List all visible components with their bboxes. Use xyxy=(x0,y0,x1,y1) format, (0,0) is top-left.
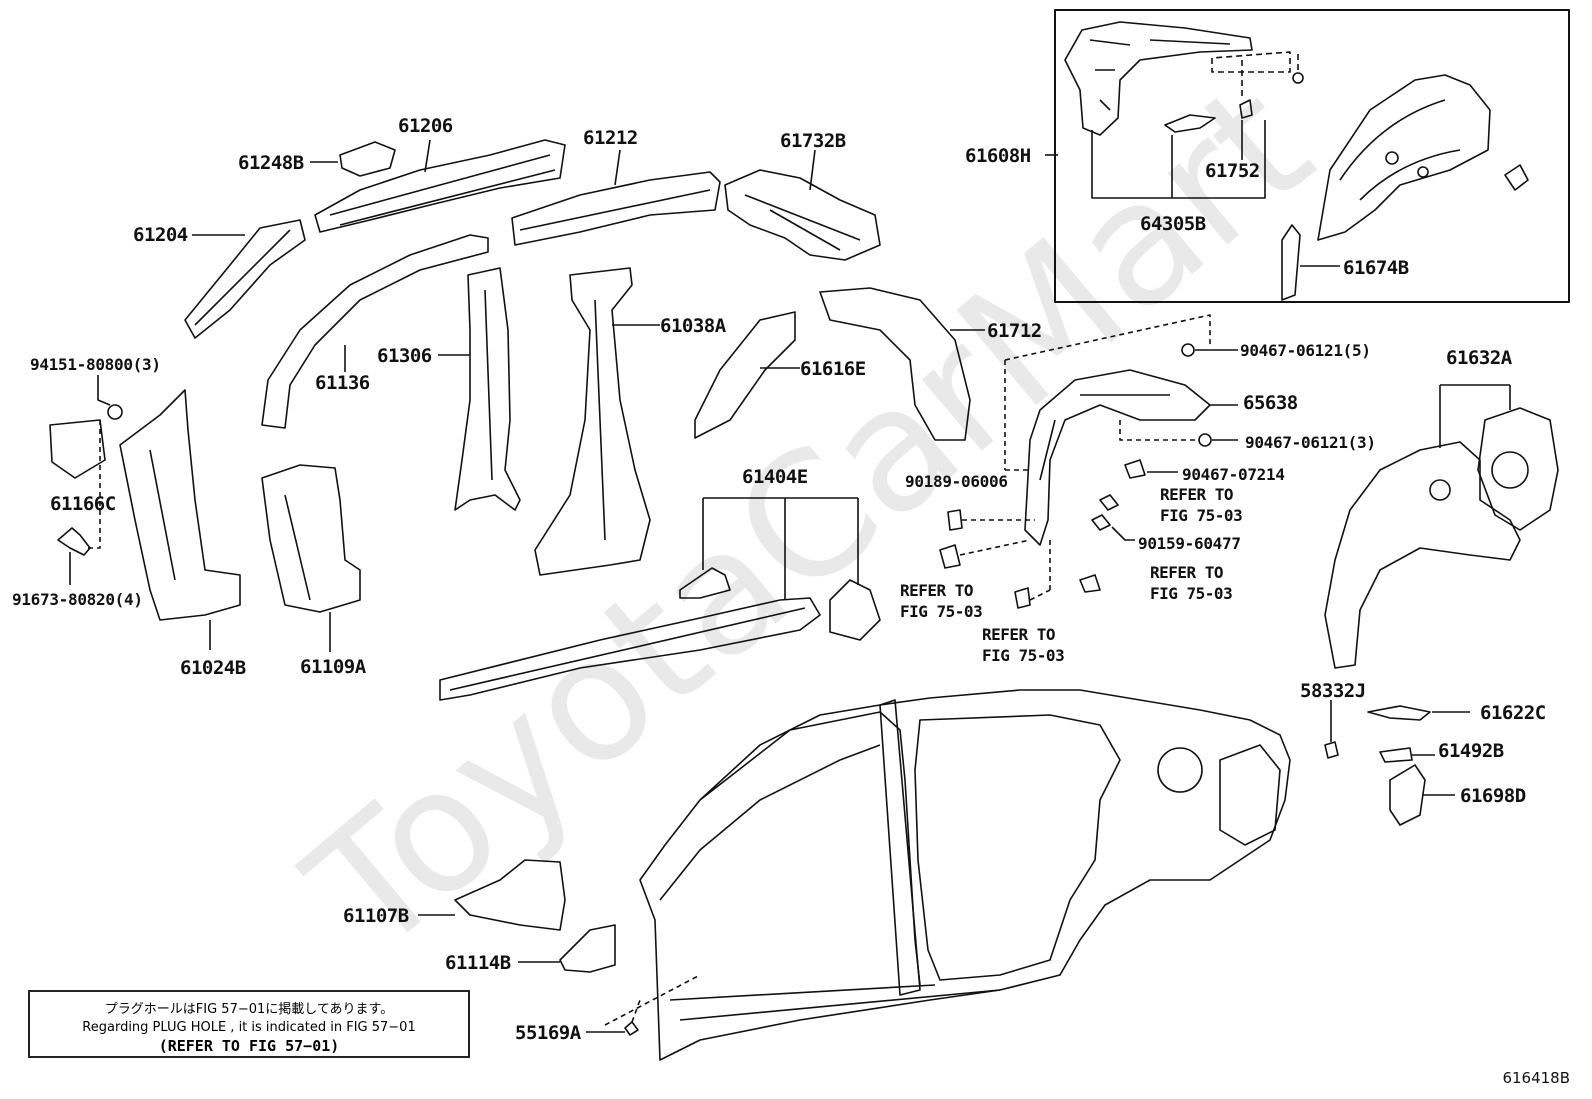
part-61038a xyxy=(534,267,651,576)
part-61109a xyxy=(261,464,361,613)
label-refer-fig-75-03-a: REFER TO FIG 75-03 xyxy=(1160,485,1243,525)
label-58332j: 58332J xyxy=(1300,680,1366,702)
part-61674b xyxy=(1281,224,1301,301)
label-90189-06006: 90189-06006 xyxy=(905,472,1008,491)
label-61212: 61212 xyxy=(583,127,638,149)
part-61492b xyxy=(1379,747,1413,763)
label-64305b: 64305B xyxy=(1140,213,1206,235)
part-61404e-front xyxy=(679,567,731,599)
part-body-side-outer xyxy=(639,689,1291,1061)
part-61136 xyxy=(261,234,489,429)
label-61712: 61712 xyxy=(987,320,1042,342)
part-61206 xyxy=(314,139,566,233)
label-94151-80800: 94151-80800(3) xyxy=(30,355,161,374)
part-61248b xyxy=(339,141,396,177)
figure-id: 616418B xyxy=(1502,1069,1570,1087)
part-61616e xyxy=(694,311,796,439)
label-91673-80820: 91673-80820(4) xyxy=(12,590,143,609)
part-61204 xyxy=(184,219,306,339)
part-inset-bracket xyxy=(1064,21,1253,136)
label-65638: 65638 xyxy=(1243,392,1298,414)
label-61616e: 61616E xyxy=(800,358,866,380)
fastener-90467-07214 xyxy=(1124,459,1178,479)
label-61752: 61752 xyxy=(1205,160,1260,182)
label-61136: 61136 xyxy=(315,372,370,394)
label-61492b: 61492B xyxy=(1438,740,1504,762)
part-61632a-inner xyxy=(1324,441,1521,669)
part-64305b xyxy=(1164,114,1216,133)
label-61732b: 61732B xyxy=(780,130,846,152)
label-61204: 61204 xyxy=(133,224,188,246)
label-61698d: 61698D xyxy=(1460,785,1526,807)
label-refer-fig-75-03-c: REFER TO FIG 75-03 xyxy=(900,581,983,621)
label-61107b: 61107B xyxy=(343,905,409,927)
label-90467-06121-3: 90467-06121(3) xyxy=(1245,433,1376,452)
fastener-90159 xyxy=(1091,494,1119,531)
label-61248b: 61248B xyxy=(238,152,304,174)
note-line-english: Regarding PLUG HOLE , it is indicated in… xyxy=(82,1020,416,1035)
part-61622c xyxy=(1367,705,1431,721)
part-61752 xyxy=(1239,99,1253,119)
label-refer-fig-75-03-d: REFER TO FIG 75-03 xyxy=(982,625,1065,665)
part-61732b xyxy=(724,169,881,261)
label-61622c: 61622C xyxy=(1480,702,1546,724)
part-bolt-91673 xyxy=(57,527,91,556)
part-61404e-rocker xyxy=(439,597,821,701)
part-inset-wheelhouse xyxy=(1317,74,1491,241)
part-61166c xyxy=(49,419,106,479)
part-61632a-outer xyxy=(1477,407,1559,531)
part-58332j xyxy=(1324,741,1339,759)
part-61306 xyxy=(454,267,521,511)
label-55169a: 55169A xyxy=(515,1022,581,1044)
label-61038a: 61038A xyxy=(660,315,726,337)
plug-hole-note: プラグホールはFIG 57−01に掲載してあります。 Regarding PLU… xyxy=(28,990,470,1058)
note-line-refer: (REFER TO FIG 57−01) xyxy=(158,1037,340,1055)
label-61674b: 61674B xyxy=(1343,257,1409,279)
label-90467-06121-5: 90467-06121(5) xyxy=(1240,341,1371,360)
fastener-90189 xyxy=(939,509,963,569)
label-90159-60477: 90159-60477 xyxy=(1138,534,1241,553)
label-61206: 61206 xyxy=(398,115,453,137)
part-61024b xyxy=(119,389,241,621)
label-90467-07214: 90467-07214 xyxy=(1182,465,1285,484)
label-61166c: 61166C xyxy=(50,493,116,515)
label-refer-fig-75-03-b: REFER TO FIG 75-03 xyxy=(1150,563,1233,603)
label-61109a: 61109A xyxy=(300,656,366,678)
label-61632a: 61632A xyxy=(1446,347,1512,369)
part-65638 xyxy=(1024,369,1211,546)
fastener-refer xyxy=(1014,574,1101,609)
label-61024b: 61024B xyxy=(180,657,246,679)
part-clip-94151 xyxy=(107,404,123,420)
part-61107b xyxy=(454,859,566,931)
label-61608h: 61608H xyxy=(965,145,1031,167)
part-61698d xyxy=(1389,764,1426,826)
label-61404e: 61404E xyxy=(742,466,808,488)
part-61114b xyxy=(559,924,616,973)
part-small-clip xyxy=(1292,72,1304,84)
part-61712 xyxy=(819,287,971,441)
inset-box xyxy=(1054,9,1570,303)
label-61114b: 61114B xyxy=(445,952,511,974)
label-61306: 61306 xyxy=(377,345,432,367)
part-61212 xyxy=(511,171,721,246)
note-line-japanese: プラグホールはFIG 57−01に掲載してあります。 xyxy=(104,1002,394,1017)
part-61404e-rear xyxy=(829,579,881,641)
part-55169a xyxy=(624,1021,639,1036)
